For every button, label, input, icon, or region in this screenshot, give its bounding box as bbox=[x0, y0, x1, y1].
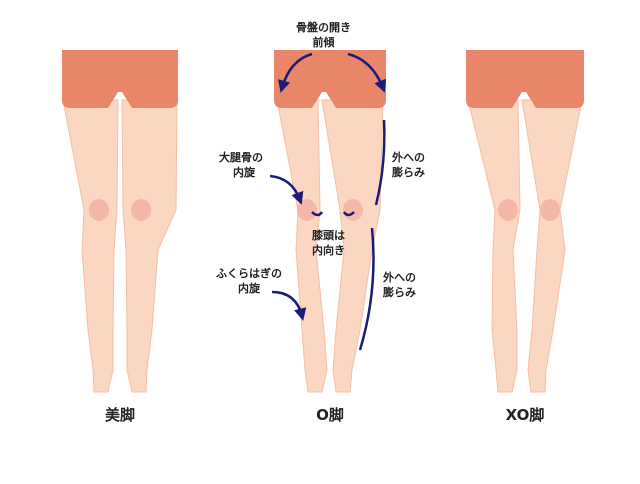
annotation-outer-upper: 外への 膨らみ bbox=[392, 150, 425, 180]
right-knee bbox=[131, 199, 151, 221]
shorts bbox=[466, 50, 584, 108]
annotation-kneecap-line1: 膝頭は bbox=[312, 229, 345, 242]
annotation-kneecap: 膝頭は 内向き bbox=[312, 228, 345, 258]
right-knee bbox=[540, 199, 560, 221]
left-leg bbox=[62, 99, 119, 393]
calf-rotation-arrow bbox=[271, 290, 307, 321]
pelvis-left-arrow bbox=[278, 52, 313, 93]
shorts bbox=[274, 50, 386, 108]
caption-bow-legs: O脚 bbox=[316, 406, 344, 424]
right-leg bbox=[121, 99, 178, 393]
left-leg bbox=[276, 99, 328, 393]
outer-upper-bulge-line bbox=[374, 119, 386, 206]
right-leg bbox=[521, 99, 583, 393]
right-kneecap-mark bbox=[342, 211, 355, 217]
left-leg bbox=[467, 99, 521, 393]
annotation-femur-line2: 内旋 bbox=[233, 166, 255, 179]
annotation-outer-upper-line2: 膨らみ bbox=[392, 166, 425, 179]
shorts bbox=[62, 50, 178, 108]
figure-straight-legs bbox=[62, 50, 178, 393]
left-knee bbox=[297, 199, 317, 221]
annotation-femur-line1: 大腿骨の bbox=[219, 151, 263, 164]
annotation-calf-line1: ふくらはぎの bbox=[216, 267, 282, 280]
femur-rotation-arrow bbox=[269, 174, 304, 205]
annotation-outer-lower-line2: 膨らみ bbox=[383, 286, 416, 299]
annotation-calf-line2: 内旋 bbox=[238, 282, 260, 295]
figure-bow-legs bbox=[269, 50, 387, 393]
annotation-pelvis-line2: 前傾 bbox=[312, 36, 335, 49]
annotation-calf: ふくらはぎの 内旋 bbox=[216, 266, 282, 296]
outer-lower-bulge-line bbox=[358, 227, 375, 351]
left-knee bbox=[498, 199, 518, 221]
annotation-outer-lower: 外への 膨らみ bbox=[383, 270, 416, 300]
right-leg bbox=[321, 99, 384, 393]
annotation-outer-upper-line1: 外への bbox=[392, 151, 425, 164]
annotation-pelvis-line1: 骨盤の開き bbox=[296, 21, 351, 34]
caption-straight-legs: 美脚 bbox=[104, 406, 135, 424]
left-kneecap-mark bbox=[311, 211, 324, 217]
left-knee bbox=[89, 199, 109, 221]
figure-xo-legs bbox=[466, 50, 584, 393]
annotation-kneecap-line2: 内向き bbox=[312, 244, 345, 257]
right-knee bbox=[343, 199, 363, 221]
annotation-pelvis: 骨盤の開き 前傾 bbox=[296, 20, 351, 50]
annotation-femur: 大腿骨の 内旋 bbox=[219, 150, 263, 180]
annotation-outer-lower-line1: 外への bbox=[383, 271, 416, 284]
caption-xo-legs: XO脚 bbox=[505, 406, 545, 424]
pelvis-right-arrow bbox=[347, 52, 387, 93]
